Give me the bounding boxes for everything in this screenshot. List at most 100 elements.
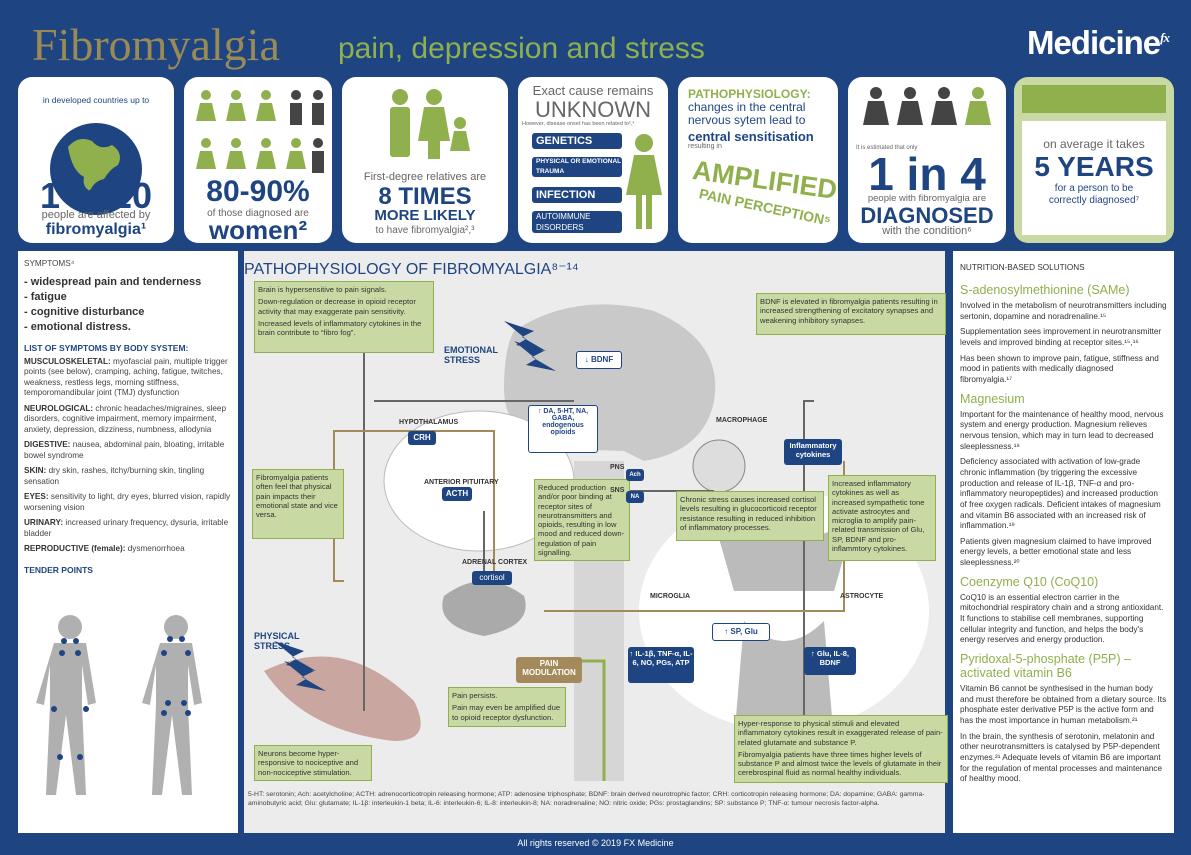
arrow-pain-up bbox=[574, 659, 606, 781]
calendar-page bbox=[1022, 121, 1166, 235]
box-hyper-response: Hyper-response to physical stimuli and e… bbox=[734, 715, 948, 783]
family-icon bbox=[390, 89, 470, 159]
symptoms-title: SYMPTOMS⁴ bbox=[24, 259, 75, 268]
label-microglia: MICROGLIA bbox=[650, 593, 691, 600]
card6-big2: DIAGNOSED bbox=[860, 203, 994, 228]
pill-il: ↑ IL-1β, TNF-α, IL-6, NO, PGs, ATP bbox=[628, 647, 694, 683]
nutrient-mg-p3: Patients given magnesium claimed to have… bbox=[960, 536, 1152, 568]
card3-line1: First-degree relatives are bbox=[363, 171, 487, 183]
label-pns: PNS bbox=[610, 464, 625, 471]
nutrient-coq10-title: Coenzyme Q10 (CoQ10) bbox=[960, 574, 1099, 589]
card3-line2: to have fibromyalgia²,³ bbox=[375, 225, 475, 236]
card7-big: 5 YEARS bbox=[1034, 151, 1154, 182]
card4-note: However, disease onset has been related … bbox=[522, 121, 635, 127]
pill-pain-modulation: PAIN MODULATION bbox=[516, 657, 582, 683]
symptoms-panel: SYMPTOMS⁴ - widespread pain and tenderne… bbox=[18, 251, 238, 833]
pill-ach: Ach bbox=[626, 469, 644, 481]
nutrient-mg-title: Magnesium bbox=[960, 391, 1025, 406]
nutrition-panel: NUTRITION-BASED SOLUTIONS S-adenosylmeth… bbox=[953, 251, 1174, 833]
card7-line3: correctly diagnosed⁷ bbox=[1048, 195, 1140, 206]
cause-autoimmune: AUTOIMMUNE DISORDERS bbox=[532, 211, 622, 233]
card4-top2: UNKNOWN bbox=[534, 97, 652, 122]
muscle-shape bbox=[264, 656, 421, 741]
card1-big: 1 in 20 bbox=[39, 175, 153, 216]
symptom-main-1: - widespread pain and tenderness bbox=[24, 275, 202, 288]
box-chronic-stress: Chronic stress causes increased cortisol… bbox=[676, 491, 824, 541]
card1-line1: people are affected by bbox=[41, 209, 151, 221]
macrophage-icon bbox=[692, 439, 746, 493]
nutrient-same-p3: Has been shown to improve pain, fatigue,… bbox=[960, 353, 1159, 384]
system-reproductive: REPRODUCTIVE (female): dysmenorrhoea bbox=[24, 544, 185, 553]
stat-card-women: 80-90% of those diagnosed are women² bbox=[184, 77, 332, 243]
pill-bdnf: ↓ BDNF bbox=[576, 351, 622, 369]
nutrient-p5p-p2: In the brain, the synthesis of serotonin… bbox=[960, 731, 1163, 784]
label-astrocyte: ASTROCYTE bbox=[840, 593, 884, 600]
symptom-main-4: - emotional distress. bbox=[24, 320, 131, 333]
cause-infection: INFECTION bbox=[532, 187, 622, 203]
pill-inflammatory: Inflammatory cytokines bbox=[784, 439, 842, 465]
stat-card-years: on average it takes 5 YEARS for a person… bbox=[1014, 77, 1174, 243]
system-eyes: EYES: sensitivity to light, dry eyes, bl… bbox=[24, 492, 231, 512]
symptom-main-3: - cognitive disturbance bbox=[24, 305, 145, 318]
box-emotional-state: Fibromyalgia patients often feel that ph… bbox=[252, 469, 344, 539]
pill-crh: CRH bbox=[408, 431, 436, 445]
box-brain-hypersensitive: Brain is hypersensitive to pain signals.… bbox=[254, 281, 434, 353]
pill-cortisol: cortisol bbox=[472, 571, 512, 585]
system-neurological: NEUROLOGICAL: chronic headaches/migraine… bbox=[24, 403, 227, 434]
nutrient-coq10-p1: CoQ10 is an essential electron carrier i… bbox=[960, 592, 1164, 645]
pill-acth: ACTH bbox=[442, 487, 472, 501]
card4-top1: Exact cause remains bbox=[532, 83, 654, 98]
abbreviations: 5-HT: serotonin; Ach: acetylcholine; ACT… bbox=[248, 791, 925, 807]
box-bdnf: BDNF is elevated in fibromyalgia patient… bbox=[756, 293, 946, 335]
nutrient-p5p-title: Pyridoxal-5-phosphate (P5P) – activated … bbox=[960, 652, 1131, 681]
nutrient-mg-p2: Deficiency associated with activation of… bbox=[960, 457, 1161, 531]
card3-big1: 8 TIMES bbox=[378, 183, 472, 210]
symptom-main-2: - fatigue bbox=[24, 290, 67, 303]
fx-medicine-logo: Medicinefx bbox=[1026, 24, 1170, 61]
label-anterior-pituitary: ANTERIOR PITUITARY bbox=[424, 479, 499, 486]
stat-card-prevalence: in developed countries up to 1 in 20 peo… bbox=[18, 77, 174, 243]
card5-h4: resulting in bbox=[688, 143, 722, 150]
nutrient-same-title: S-adenosylmethionine (SAMe) bbox=[960, 283, 1130, 297]
pill-glu-il8: ↑ Glu, IL-8, BDNF bbox=[804, 647, 856, 675]
pill-sp-glu: ↑ SP, Glu bbox=[712, 623, 770, 641]
box-reduced-production: Reduced production and/or poor binding a… bbox=[534, 479, 630, 561]
card6-note: It is estimated that only bbox=[856, 145, 918, 151]
card6-big: 1 in 4 bbox=[868, 148, 986, 200]
card1-line2: fibromyalgia¹ bbox=[45, 221, 147, 238]
box-cytokines: Increased inflammatory cytokines as well… bbox=[828, 475, 936, 561]
card6-line1: people with fibromyalgia are bbox=[867, 193, 987, 204]
system-digestive: DIGESTIVE: nausea, abdominal pain, bloat… bbox=[24, 440, 225, 460]
cause-genetics: GENETICS bbox=[532, 133, 622, 149]
label-macrophage: MACROPHAGE bbox=[716, 417, 768, 424]
system-musculoskeletal: MUSCULOSKELETAL: myofascial pain, multip… bbox=[24, 356, 228, 398]
label-physical-stress: PHYSICAL STRESS bbox=[254, 631, 300, 651]
globe-icon bbox=[50, 123, 142, 215]
card5-h3: central sensitisation bbox=[688, 129, 814, 144]
logo-fx: fx bbox=[1160, 30, 1170, 45]
woman-icon bbox=[626, 134, 662, 229]
body-figures-icon bbox=[36, 615, 202, 795]
card7-line2: for a person to be bbox=[1054, 183, 1134, 194]
card2-big2: women² bbox=[208, 215, 308, 243]
page-subtitle: pain, depression and stress bbox=[338, 32, 705, 65]
page-title: Fibromyalgia bbox=[32, 19, 280, 70]
card2-line1: of those diagnosed are bbox=[207, 208, 309, 219]
card2-big: 80-90% bbox=[206, 175, 310, 208]
label-sns: SNS bbox=[610, 487, 625, 494]
stat-card-relatives: First-degree relatives are 8 TIMES MORE … bbox=[342, 77, 508, 243]
card1-arc: in developed countries up to bbox=[42, 95, 150, 105]
stat-card-cause: Exact cause remains UNKNOWN However, dis… bbox=[518, 77, 668, 243]
footer-copyright: All rights reserved © 2019 FX Medicine bbox=[517, 838, 674, 848]
system-skin: SKIN: dry skin, rashes, itchy/burning sk… bbox=[24, 466, 205, 486]
box-pain-persists: Pain persists.Pain may even be amplified… bbox=[448, 687, 566, 727]
nutrient-p5p-p1: Vitamin B6 cannot be synthesised in the … bbox=[960, 684, 1167, 726]
tender-points-title: TENDER POINTS bbox=[24, 564, 93, 575]
pill-na: NA bbox=[626, 491, 644, 503]
symptom-list-title: LIST OF SYMPTOMS BY BODY SYSTEM: bbox=[24, 342, 189, 353]
box-neurons: Neurons become hyper-responsive to nocic… bbox=[254, 745, 372, 781]
nutrition-title: NUTRITION-BASED SOLUTIONS bbox=[960, 263, 1085, 272]
card5-h2: changes in the central nervous sytem lea… bbox=[688, 100, 806, 127]
label-emotional-stress: EMOTIONAL STRESS bbox=[444, 345, 498, 365]
label-adrenal-cortex: ADRENAL CORTEX bbox=[462, 559, 528, 566]
